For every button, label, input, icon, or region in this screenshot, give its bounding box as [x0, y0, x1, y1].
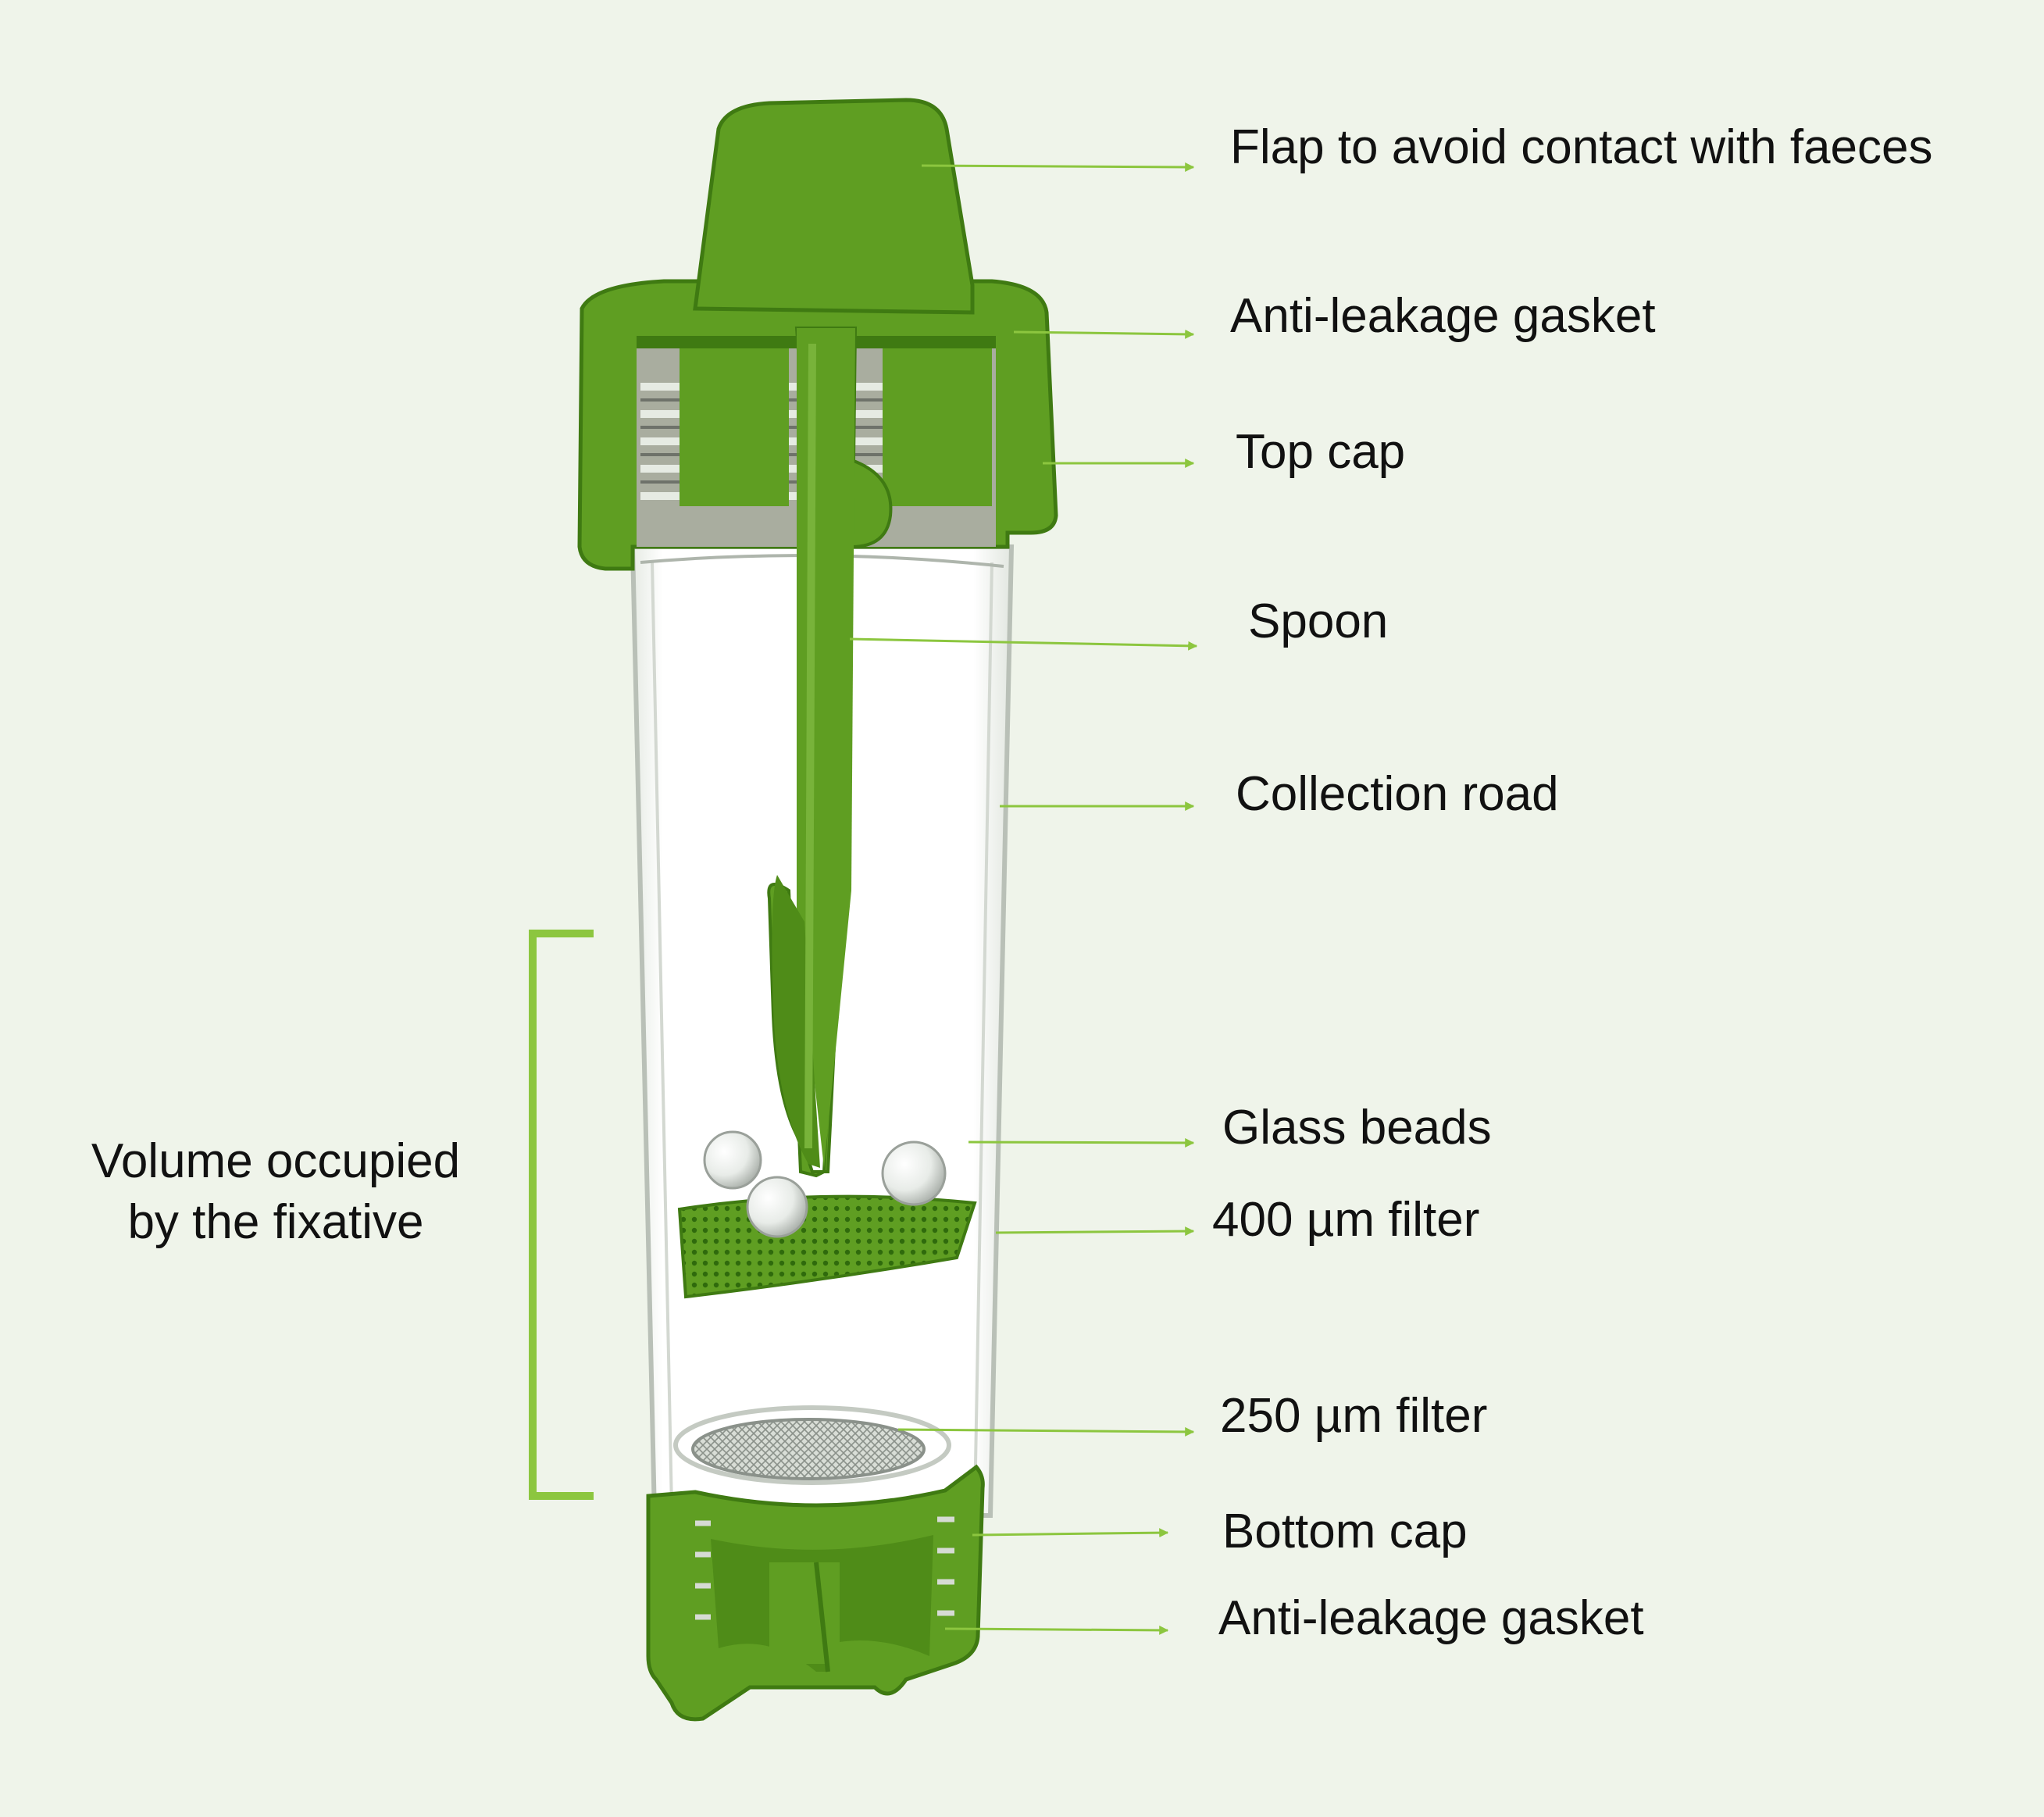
spoon: [767, 327, 893, 1178]
label-top-cap: Top cap: [1236, 425, 1406, 479]
label-anti-leakage-gasket-bottom: Anti-leakage gasket: [1218, 1591, 1644, 1645]
arrow-icon: [968, 1137, 1195, 1148]
bottom-cap: [646, 1464, 985, 1722]
mesh-filter-icon: [691, 1418, 926, 1480]
glass-bead-icon: [881, 1141, 947, 1206]
label-filter-250: 250 µm filter: [1220, 1389, 1488, 1443]
tube-inner-wall-left: [651, 562, 673, 1508]
volume-label-line2: by the fixative: [127, 1195, 424, 1249]
volume-label: Volume occupied by the fixative: [57, 1131, 494, 1253]
label-spoon: Spoon: [1248, 594, 1389, 648]
volume-label-line1: Volume occupied: [91, 1134, 461, 1188]
tube-inner-wall-right: [973, 562, 993, 1508]
glass-bead-icon: [703, 1130, 762, 1190]
flap: [693, 98, 975, 315]
arrow-icon: [849, 637, 1198, 651]
label-bottom-cap: Bottom cap: [1222, 1505, 1468, 1558]
label-flap: Flap to avoid contact with faeces: [1230, 120, 1933, 174]
arrow-icon: [972, 1528, 1169, 1538]
tube-illustration: [577, 98, 1058, 1722]
glass-bead-icon: [746, 1176, 808, 1238]
label-anti-leakage-gasket-top: Anti-leakage gasket: [1230, 289, 1656, 343]
label-filter-400: 400 µm filter: [1212, 1193, 1480, 1247]
leader-lines: [849, 162, 1198, 1635]
arrow-icon: [995, 1226, 1195, 1237]
arrow-icon: [944, 1625, 1169, 1635]
arrow-icon: [921, 162, 1195, 172]
label-glass-beads: Glass beads: [1222, 1101, 1492, 1155]
arrow-icon: [1013, 329, 1195, 339]
mesh-filter-rim: [673, 1405, 951, 1485]
label-collection-road: Collection road: [1236, 767, 1559, 821]
bracket-icon: [529, 930, 594, 1500]
arrow-icon: [897, 1426, 1195, 1437]
